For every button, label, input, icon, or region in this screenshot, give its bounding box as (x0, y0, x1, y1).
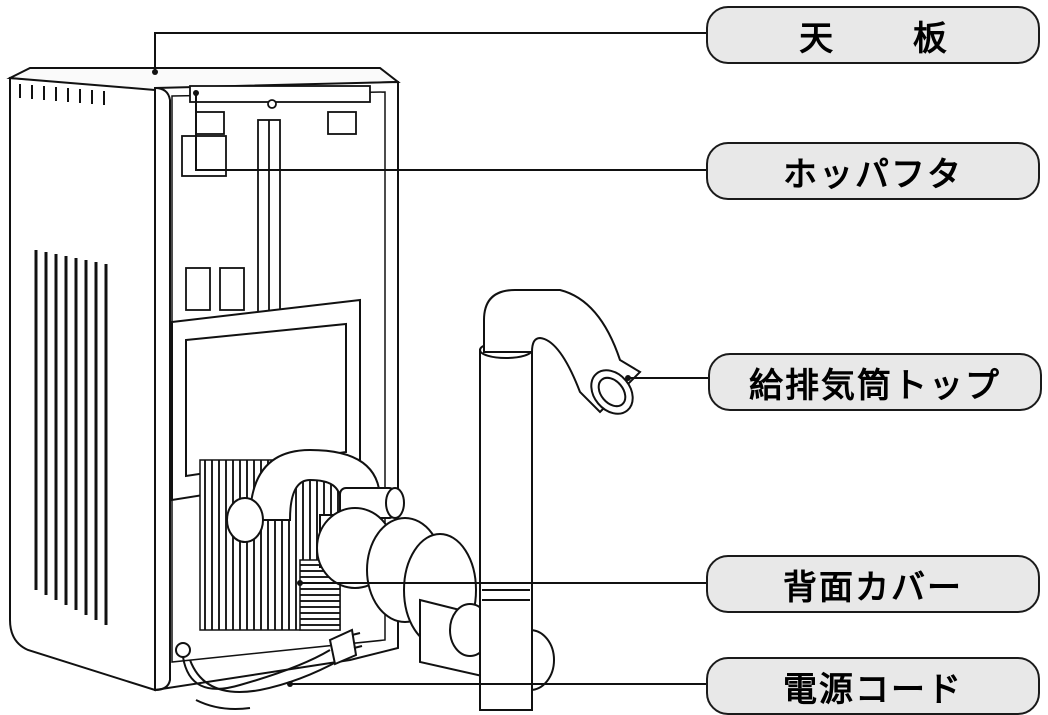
label-top-plate: 天 板 (706, 6, 1040, 64)
label-hopper-lid: ホッパフタ (706, 142, 1040, 200)
side-vent-slots (34, 250, 108, 625)
leader-top-plate (154, 32, 706, 70)
power-cord-drawing (175, 628, 363, 710)
label-power-cord: 電源コード (706, 657, 1040, 715)
top-vent-slots (19, 84, 105, 105)
label-back-cover: 背面カバー (706, 555, 1040, 613)
label-top-plate-text: 天 板 (799, 18, 981, 59)
label-power-cord-text: 電源コード (783, 669, 963, 710)
back-brackets (185, 267, 245, 311)
vertical-exhaust-pipe (479, 341, 533, 711)
leader-hopper-lid (195, 95, 706, 171)
label-back-cover-text: 背面カバー (783, 567, 963, 608)
label-hopper-lid-text: ホッパフタ (783, 154, 963, 195)
label-exhaust-top: 給排気筒トップ (708, 353, 1042, 411)
leader-lines (154, 32, 708, 685)
label-exhaust-top-text: 給排気筒トップ (749, 365, 1001, 406)
leader-dots (152, 69, 631, 687)
exhaust-top-pipe (483, 289, 642, 415)
